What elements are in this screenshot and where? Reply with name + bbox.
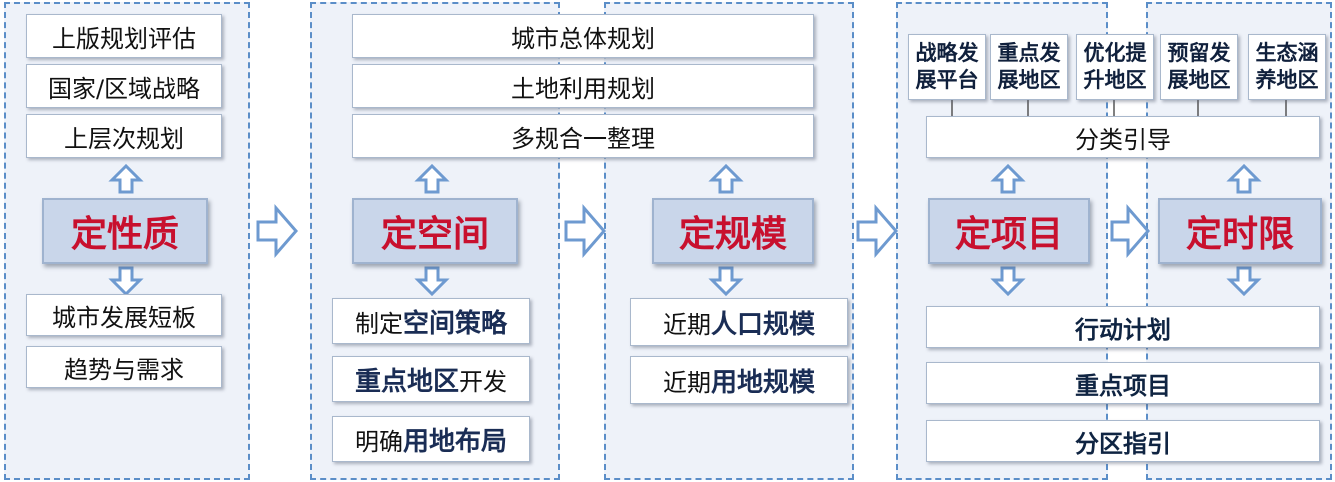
output-land-scale: 近期用地规模 [630,356,848,404]
zone-strategic-platform: 战略发展平台 [908,34,986,100]
text-plain: 近期 [662,368,711,397]
text-plain: 制定 [354,309,403,338]
down-arrow-icon [708,266,744,297]
text-plain: 明确 [354,427,403,456]
input-city-master-plan: 城市总体规划 [352,14,814,58]
core-define-nature: 定性质 [42,198,208,264]
right-arrow-icon [256,203,298,259]
right-arrow-icon [564,203,606,259]
input-national-regional-strategy: 国家/区域战略 [26,64,222,108]
text-highlight: 用地规模 [710,367,815,398]
down-arrow-icon [414,266,450,297]
output-key-projects: 重点项目 [926,362,1320,404]
core-define-timeframe: 定时限 [1158,198,1322,264]
output-population-scale: 近期人口规模 [630,298,848,346]
output-key-area-development: 重点地区开发 [332,356,530,402]
up-arrow-icon [708,163,744,194]
output-land-layout: 明确用地布局 [332,416,530,462]
text-highlight: 空间策略 [402,308,507,339]
input-multi-plan-integration: 多规合一整理 [352,114,814,158]
text-highlight: 用地布局 [402,426,507,457]
core-define-project: 定项目 [928,198,1090,264]
text-plain: 开发 [459,367,507,396]
output-zone-guidance: 分区指引 [926,420,1320,462]
up-arrow-icon [1226,163,1262,194]
down-arrow-icon [108,266,144,297]
core-define-space: 定空间 [352,198,518,264]
input-land-use-plan: 土地利用规划 [352,64,814,108]
right-arrow-icon [1110,203,1150,259]
core-define-scale: 定规模 [652,198,814,264]
right-arrow-icon [856,203,898,259]
down-arrow-icon [990,266,1026,297]
output-city-shortcomings: 城市发展短板 [26,294,222,336]
zone-key-development: 重点发展地区 [990,34,1068,100]
output-action-plan: 行动计划 [926,306,1320,348]
zone-ecological-conservation: 生态涵养地区 [1248,34,1326,100]
text-highlight: 人口规模 [710,309,815,340]
output-space-strategy: 制定空间策略 [332,298,530,344]
text-highlight: 重点地区 [354,366,459,397]
guide-classification: 分类引导 [926,116,1320,158]
up-arrow-icon [414,163,450,194]
up-arrow-icon [990,163,1026,194]
input-upper-level-plan: 上层次规划 [26,114,222,158]
zone-optimization: 优化提升地区 [1076,34,1154,100]
input-previous-plan-evaluation: 上版规划评估 [26,14,222,58]
output-trends-demands: 趋势与需求 [26,346,222,388]
down-arrow-icon [1226,266,1262,297]
zone-reserved-development: 预留发展地区 [1160,34,1238,100]
text-plain: 近期 [662,310,711,339]
up-arrow-icon [108,163,144,194]
